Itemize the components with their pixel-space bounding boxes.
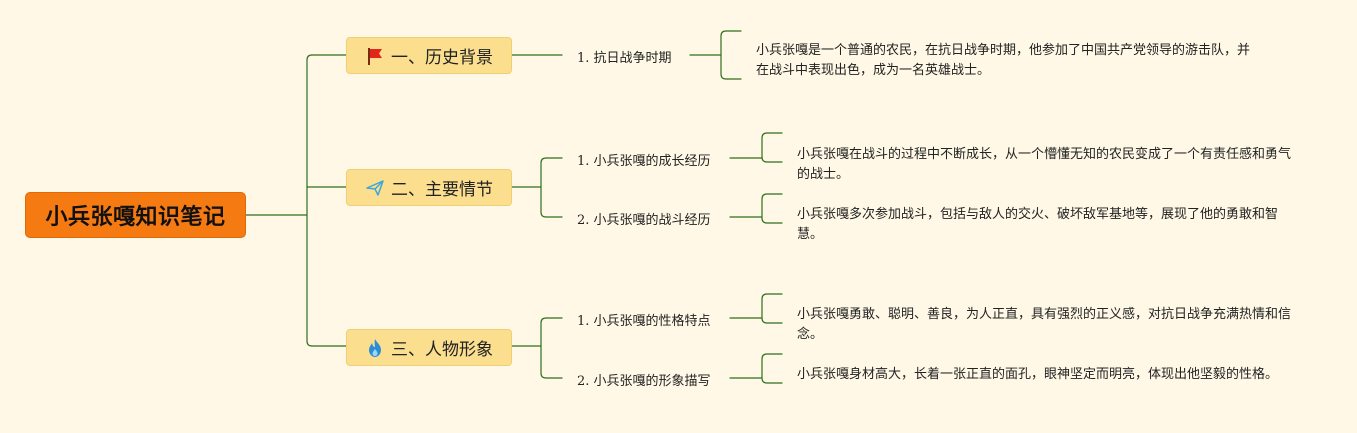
subtopic-appearance-description[interactable]: 2. 小兵张嘎的形象描写 (577, 374, 711, 389)
note-appearance-description[interactable]: 小兵张嘎身材高大，长着一张正直的面孔，眼神坚定而明亮，体现出他坚毅的性格。 (797, 367, 1279, 382)
branch-title: 二、主要情节 (391, 180, 493, 200)
note-battle-experience[interactable]: 小兵张嘎多次参加战斗，包括与敌人的交火、破坏敌军基地等，展现了他的勇敢和智慧。 (797, 207, 1279, 242)
root-topic[interactable]: 小兵张嘎知识笔记 (25, 192, 246, 238)
note-anti-japanese-war-period[interactable]: 小兵张嘎是一个普通的农民，在抗日战争时期，他参加了中国共产党领导的游击队，并在战… (756, 43, 1251, 78)
branch-character-image[interactable]: 三、人物形象 (346, 329, 512, 366)
red-flag-icon (368, 47, 382, 65)
subtopic-battle-experience[interactable]: 2. 小兵张嘎的战斗经历 (577, 213, 711, 228)
branch-main-plot[interactable]: 二、主要情节 (346, 169, 512, 206)
subtopic-personality-traits[interactable]: 1. 小兵张嘎的性格特点 (577, 314, 711, 329)
paper-plane-icon (366, 179, 384, 196)
branch-title: 三、人物形象 (391, 340, 493, 360)
branch-history-background[interactable]: 一、历史背景 (346, 37, 512, 74)
note-growth-experience[interactable]: 小兵张嘎在战斗的过程中不断成长，从一个懵懂无知的农民变成了一个有责任感和勇气的战… (797, 147, 1292, 182)
root-title: 小兵张嘎知识笔记 (45, 205, 226, 230)
note-personality-traits[interactable]: 小兵张嘎勇敢、聪明、善良，为人正直，具有强烈的正义感，对抗日战争充满热情和信念。 (797, 307, 1292, 342)
branch-title: 一、历史背景 (391, 48, 493, 68)
subtopic-anti-japanese-war-period[interactable]: 1. 抗日战争时期 (577, 51, 672, 66)
fire-icon (369, 338, 381, 357)
subtopic-growth-experience[interactable]: 1. 小兵张嘎的成长经历 (577, 154, 711, 169)
